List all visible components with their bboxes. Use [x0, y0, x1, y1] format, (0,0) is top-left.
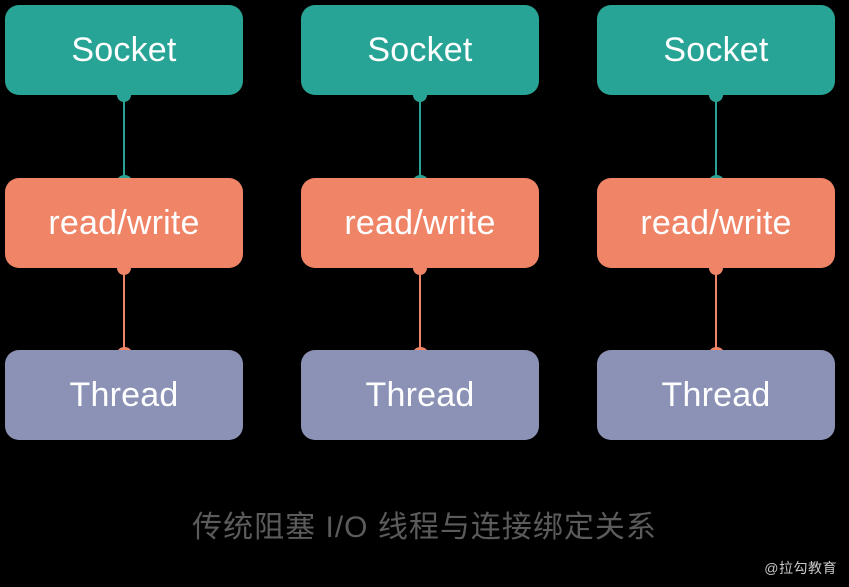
thread-node-2[interactable]: Thread — [301, 350, 539, 440]
diagram-caption: 传统阻塞 I/O 线程与连接绑定关系 — [192, 511, 657, 544]
connector-line — [419, 268, 421, 355]
thread-node-label: Thread — [69, 376, 179, 414]
socket-node-label: Socket — [663, 31, 769, 69]
thread-node-label: Thread — [661, 376, 771, 414]
thread-node-1[interactable]: Thread — [5, 350, 243, 440]
connector-line — [123, 268, 125, 355]
connection-column-3: Socket read/write Thread — [597, 0, 835, 460]
connector-line — [419, 95, 421, 183]
readwrite-node-label: read/write — [344, 204, 496, 242]
socket-node-label: Socket — [367, 31, 473, 69]
connection-column-1: Socket read/write Thread — [5, 0, 243, 460]
socket-node-3[interactable]: Socket — [597, 5, 835, 95]
connector-line — [123, 95, 125, 183]
readwrite-node-2[interactable]: read/write — [301, 178, 539, 268]
readwrite-node-3[interactable]: read/write — [597, 178, 835, 268]
connector-line — [715, 95, 717, 183]
socket-node-2[interactable]: Socket — [301, 5, 539, 95]
readwrite-node-label: read/write — [48, 204, 200, 242]
socket-node-label: Socket — [71, 31, 177, 69]
thread-node-label: Thread — [365, 376, 475, 414]
readwrite-node-label: read/write — [640, 204, 792, 242]
connection-column-2: Socket read/write Thread — [301, 0, 539, 460]
socket-node-1[interactable]: Socket — [5, 5, 243, 95]
watermark: @拉勾教育 — [764, 560, 837, 576]
readwrite-node-1[interactable]: read/write — [5, 178, 243, 268]
connector-line — [715, 268, 717, 355]
thread-node-3[interactable]: Thread — [597, 350, 835, 440]
